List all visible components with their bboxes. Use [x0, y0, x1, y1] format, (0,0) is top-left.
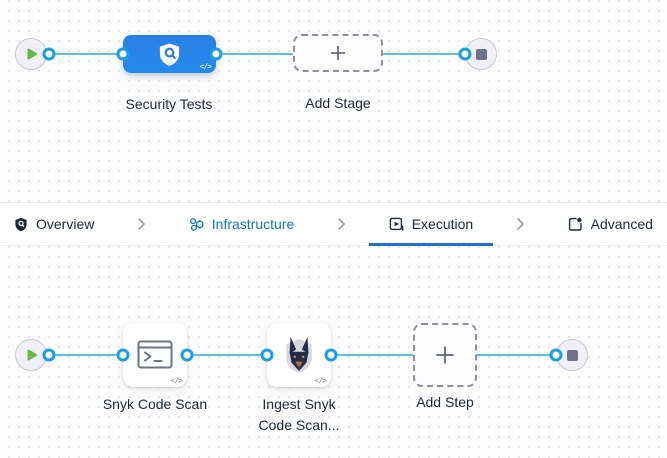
edge-step1-to-step2 — [187, 354, 267, 356]
connector-port[interactable] — [324, 348, 338, 362]
code-icon: </> — [199, 62, 212, 71]
stage-graph-canvas: </> Security Tests Add Stage — [0, 0, 667, 202]
shield-overview-icon — [15, 217, 27, 231]
tab-infrastructure[interactable]: Infrastructure — [169, 203, 314, 245]
add-stage-button[interactable] — [293, 34, 383, 72]
tab-separator-chevron-icon — [337, 217, 346, 231]
edge-start-to-step1 — [49, 354, 123, 356]
play-icon — [27, 349, 37, 361]
tab-execution[interactable]: Execution — [368, 203, 494, 246]
connector-port[interactable] — [180, 348, 194, 362]
terminal-run-icon — [137, 340, 173, 369]
stop-icon — [475, 48, 487, 60]
snyk-dog-icon — [286, 337, 312, 373]
tab-label: Infrastructure — [211, 216, 295, 232]
connector-port[interactable] — [116, 348, 130, 362]
edge-addstage-to-stop — [383, 53, 465, 55]
edge-start-to-stage — [49, 53, 123, 55]
tab-separator-chevron-icon — [137, 217, 146, 231]
edge-addstep-to-stop — [477, 354, 556, 356]
plus-icon — [436, 346, 454, 364]
stage-config-tabbar: Overview Infrastructure Execution — [0, 202, 667, 246]
tab-overview[interactable]: Overview — [14, 203, 114, 245]
code-icon: </> — [314, 376, 327, 385]
connector-port[interactable] — [458, 47, 472, 61]
code-icon: </> — [170, 376, 183, 385]
add-step-button[interactable] — [413, 323, 477, 387]
tab-label: Advanced — [590, 216, 653, 232]
connector-port[interactable] — [209, 47, 223, 61]
connector-port[interactable] — [42, 47, 56, 61]
edge-stage-to-addstage — [216, 53, 293, 55]
edge-step2-to-addstep — [331, 354, 413, 356]
execution-graph-canvas: </> </> Snyk Code Scan Ingest Snyk Code … — [0, 246, 667, 458]
plus-icon — [331, 46, 345, 60]
step-node-ingest-snyk-code-scan[interactable]: </> — [267, 323, 331, 387]
infrastructure-icon — [189, 217, 204, 231]
security-shield-icon — [159, 42, 180, 66]
tab-advanced[interactable]: Advanced — [548, 203, 653, 245]
execution-play-icon — [389, 217, 404, 231]
active-tab-underline — [368, 243, 494, 246]
tab-label: Execution — [411, 216, 474, 232]
step-label: Snyk Code Scan — [102, 396, 208, 412]
tab-label: Overview — [36, 216, 95, 232]
execution-start-node — [15, 339, 47, 371]
add-step-label: Add Step — [416, 394, 474, 410]
connector-port[interactable] — [549, 348, 563, 362]
play-icon — [27, 48, 37, 60]
add-stage-label: Add Stage — [305, 95, 371, 111]
step-label: Ingest Snyk Code Scan... — [258, 396, 340, 433]
step-node-snyk-code-scan[interactable]: </> — [123, 323, 187, 387]
connector-port[interactable] — [260, 348, 274, 362]
pipeline-start-node — [15, 38, 47, 70]
tab-separator-chevron-icon — [516, 217, 525, 231]
connector-port[interactable] — [116, 47, 130, 61]
stage-label: Security Tests — [125, 96, 213, 112]
advanced-gear-icon — [568, 217, 582, 231]
connector-port[interactable] — [42, 348, 56, 362]
stage-node-security-tests[interactable]: </> — [123, 35, 216, 73]
stop-icon — [566, 349, 578, 361]
